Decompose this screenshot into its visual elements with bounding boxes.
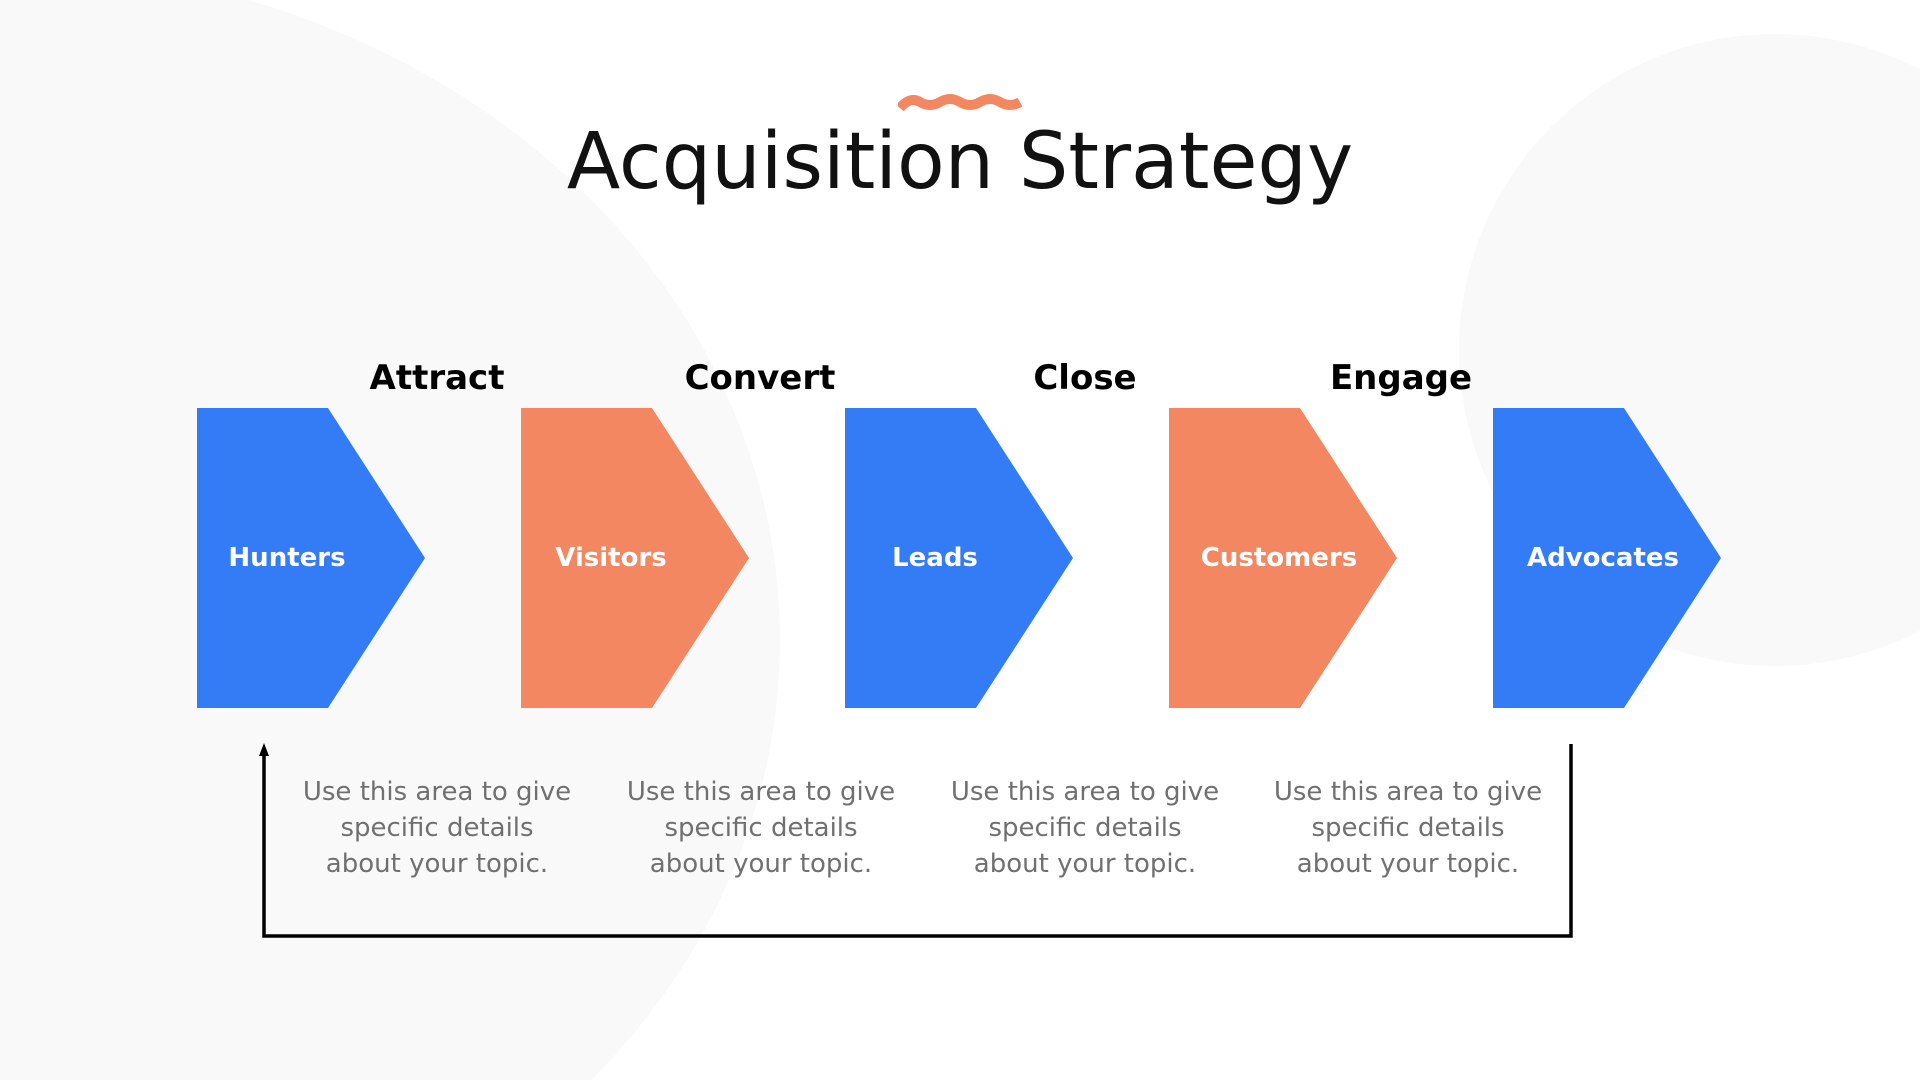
chevron-arrow-icon (1169, 408, 1397, 708)
description-line: about your topic. (325, 849, 549, 879)
stage-label-convert: Convert (684, 358, 836, 398)
step-arrow-hunters: Hunters (197, 408, 425, 708)
step-label: Leads (892, 543, 978, 573)
description-engage: Use this area to give specific details a… (1258, 774, 1558, 882)
description-line: Use this area to give (950, 777, 1220, 807)
description-line: Use this area to give (302, 777, 572, 807)
chevron-arrow-icon (1493, 408, 1721, 708)
step-label: Visitors (555, 543, 667, 573)
description-convert: Use this area to give specific details a… (611, 774, 911, 882)
step-label: Customers (1200, 543, 1358, 573)
step-arrow-advocates: Advocates (1493, 408, 1721, 708)
step-label: Hunters (228, 543, 346, 573)
chevron-arrow-icon (845, 408, 1073, 708)
description-line: specific details (1311, 813, 1505, 843)
step-arrow-visitors: Visitors (521, 408, 749, 708)
page-title: Acquisition Strategy (566, 117, 1354, 207)
description-line: specific details (988, 813, 1182, 843)
stage-label-close: Close (1033, 358, 1137, 398)
description-line: about your topic. (649, 849, 873, 879)
description-line: specific details (664, 813, 858, 843)
description-attract: Use this area to give specific details a… (287, 774, 587, 882)
chevron-arrow-icon (521, 408, 749, 708)
stage-label-attract: Attract (369, 358, 505, 398)
description-line: Use this area to give (1273, 777, 1543, 807)
step-arrow-customers: Customers (1169, 408, 1397, 708)
wavy-line-icon (898, 94, 1022, 112)
chevron-arrow-icon (197, 408, 425, 708)
description-close: Use this area to give specific details a… (935, 774, 1235, 882)
description-line: specific details (340, 813, 534, 843)
stage-label-engage: Engage (1329, 358, 1473, 398)
description-line: about your topic. (1296, 849, 1520, 879)
step-arrow-leads: Leads (845, 408, 1073, 708)
description-line: Use this area to give (626, 777, 896, 807)
step-label: Advocates (1526, 543, 1680, 573)
description-line: about your topic. (973, 849, 1197, 879)
